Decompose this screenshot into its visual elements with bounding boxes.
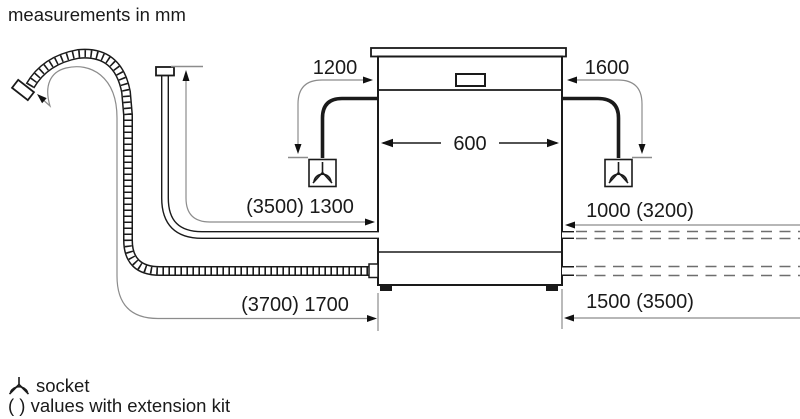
drain-dimension: (3700) 1700 <box>37 66 379 331</box>
supply-dim-label: (3500) 1300 <box>246 196 354 218</box>
legend-socket-leg-1 <box>8 383 20 395</box>
dishwasher-appliance <box>370 47 567 291</box>
legend-socket-arc <box>9 386 29 393</box>
width-arrow-right <box>547 138 559 148</box>
left-cable-arrow-down <box>294 144 302 154</box>
right-drain-dim-label: 1500 (3500) <box>586 291 694 313</box>
width-arrow-left <box>381 138 393 148</box>
right-foot <box>546 285 558 291</box>
supply-hose-cap <box>155 66 175 77</box>
left-cable <box>320 96 378 158</box>
worktop <box>370 47 567 58</box>
left-socket-symbol <box>308 158 337 188</box>
right-supply-dim-arrow <box>565 221 575 229</box>
supply-hose-inner <box>162 75 379 238</box>
drain-dim-label: (3700) 1700 <box>241 294 349 316</box>
supply-dim-curve <box>185 77 372 223</box>
right-cable-arrow-down <box>638 144 646 154</box>
appliance-body <box>377 55 563 286</box>
right-drain-dim-arrow <box>564 314 574 322</box>
drain-hose-fitting <box>368 263 379 279</box>
drain-hose <box>10 48 379 279</box>
right-cable-label: 1600 <box>585 57 630 79</box>
legend-socket-label: socket <box>36 375 89 396</box>
legend: socket ( ) values with extension kit <box>8 375 230 416</box>
left-power-cable <box>320 96 378 158</box>
right-cable-arrow-left <box>567 76 577 84</box>
supply-hose <box>155 66 379 239</box>
legend-socket-leg-2 <box>18 383 30 395</box>
supply-dimension: (3500) 1300 <box>171 65 375 226</box>
right-cable <box>562 96 621 158</box>
drain-dim-curve <box>39 66 375 320</box>
left-socket-arc <box>313 173 332 182</box>
right-power-cable <box>562 96 621 158</box>
control-display <box>455 73 486 87</box>
right-supply-dim-label: 1000 (3200) <box>586 200 694 222</box>
width-label: 600 <box>453 133 486 155</box>
legend-socket-icon <box>8 377 30 395</box>
left-foot <box>380 285 392 291</box>
left-cable-dim-curve <box>297 79 370 145</box>
measurements-note: measurements in mm <box>8 4 186 25</box>
supply-dim-arrow-right <box>365 218 375 226</box>
drain-hose-inner <box>26 50 369 275</box>
legend-extension-note: ( ) values with extension kit <box>8 395 230 416</box>
supply-dim-arrow-up <box>182 70 190 81</box>
left-cable-dimension: 1200 <box>288 57 373 159</box>
right-supply-dimension: 1000 (3200) <box>565 200 800 229</box>
drain-dim-arrow-end <box>37 94 47 104</box>
drain-hose-end-cap <box>10 78 36 102</box>
right-socket-symbol <box>604 158 633 188</box>
right-dashed-hoses <box>576 230 800 277</box>
drain-dim-arrow-right <box>367 315 377 322</box>
left-cable-arrow-right <box>363 76 373 84</box>
right-drain-dimension: 1500 (3500) <box>561 289 800 329</box>
left-cable-label: 1200 <box>313 57 358 79</box>
right-hose-stubs <box>562 231 574 276</box>
right-cable-dim-curve <box>570 79 643 145</box>
right-cable-dimension: 1600 <box>567 57 652 159</box>
width-dimension: 600 <box>381 133 559 155</box>
right-socket-arc <box>609 173 628 182</box>
